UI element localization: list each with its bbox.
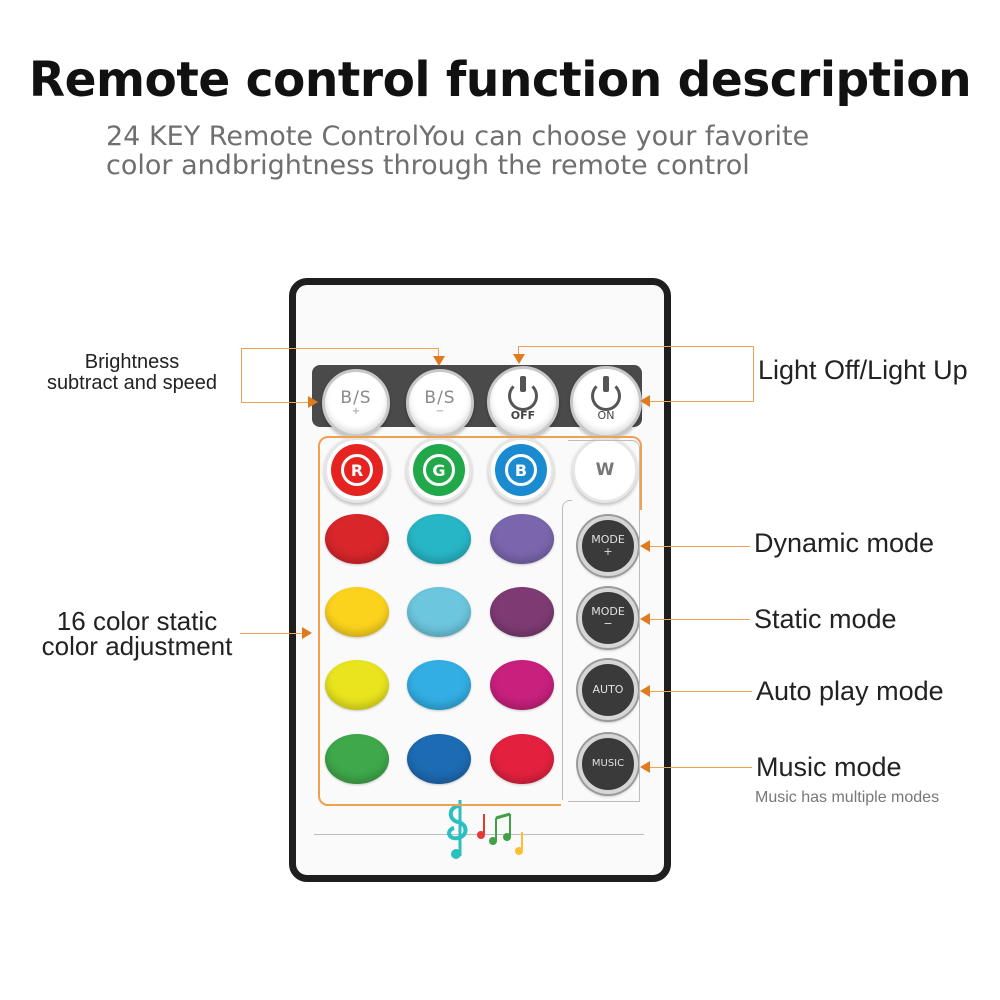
blue-button-core: B — [495, 444, 547, 496]
white-button[interactable]: W — [572, 437, 638, 503]
blue-button[interactable]: B — [488, 437, 554, 503]
page-title: Remote control function description — [28, 52, 972, 108]
power-off-button[interactable]: OFF — [487, 366, 559, 438]
static-16-arrow — [302, 627, 312, 639]
mode-label: MODE — [591, 533, 625, 546]
static-16-label-line-1: 16 color static — [56, 606, 218, 636]
color-swatch-button[interactable] — [490, 660, 554, 710]
power-icon — [591, 376, 621, 411]
mode-sublabel: + — [603, 545, 613, 558]
remote-mode-bracket-inner — [562, 500, 572, 800]
static-16-color-label: 16 color static color adjustment — [22, 606, 252, 661]
brightness-plus-button[interactable]: B/S + — [322, 369, 390, 437]
music-mode-note: Music has multiple modes — [755, 789, 940, 806]
button-sublabel: + — [351, 406, 361, 417]
music-label: MUSIC — [591, 758, 625, 769]
color-swatch-button[interactable] — [490, 734, 554, 784]
color-swatch-button[interactable] — [325, 587, 389, 637]
light-connector — [518, 346, 754, 347]
auto-play-mode-label: Auto play mode — [756, 676, 944, 706]
music-button[interactable]: MUSIC — [578, 734, 638, 794]
button-sublabel: − — [435, 406, 445, 417]
red-button-letter: R — [350, 460, 364, 480]
green-button[interactable]: G — [406, 437, 472, 503]
dynamic-mode-label: Dynamic mode — [754, 528, 935, 558]
red-button-core: R — [331, 444, 383, 496]
color-swatch-button[interactable] — [407, 660, 471, 710]
brightness-connector — [438, 348, 439, 358]
color-swatch-button[interactable] — [325, 514, 389, 564]
light-connector — [648, 401, 754, 402]
color-swatch-button[interactable] — [325, 734, 389, 784]
static-16-connector — [240, 633, 304, 634]
dynamic-connector — [648, 546, 750, 547]
color-swatch-button[interactable] — [407, 734, 471, 784]
page-subtitle: 24 KEY Remote ControlYou can choose your… — [106, 122, 966, 180]
mode-label: MODE — [591, 605, 625, 618]
blue-button-letter: B — [514, 460, 528, 480]
light-connector — [518, 346, 519, 356]
brightness-minus-button[interactable]: B/S − — [406, 369, 474, 437]
power-on-button[interactable]: ON — [570, 366, 642, 438]
power-off-label: OFF — [510, 409, 536, 422]
power-on-label: ON — [597, 409, 615, 422]
brightness-label-line-1: Brightness — [84, 351, 180, 373]
music-connector — [648, 767, 752, 768]
white-button-core: W — [579, 444, 631, 496]
mode-minus-button[interactable]: MODE − — [578, 588, 638, 648]
brightness-connector — [241, 348, 242, 402]
subtitle-line-1: 24 KEY Remote ControlYou can choose your… — [106, 121, 810, 152]
color-swatch-button[interactable] — [407, 587, 471, 637]
brightness-connector — [241, 402, 311, 403]
red-button-ring: R — [341, 454, 373, 486]
button-label: B/S — [340, 388, 372, 408]
color-swatch-button[interactable] — [490, 514, 554, 564]
color-swatch-button[interactable] — [490, 587, 554, 637]
subtitle-line-2: color andbrightness through the remote c… — [106, 150, 750, 181]
color-swatch-button[interactable] — [325, 660, 389, 710]
red-button[interactable]: R — [324, 437, 390, 503]
brightness-arrow — [433, 356, 445, 366]
auto-connector — [648, 691, 752, 692]
blue-button-ring: B — [505, 454, 537, 486]
mode-sublabel: − — [603, 617, 613, 630]
light-connector — [753, 346, 754, 402]
green-button-ring: G — [423, 454, 455, 486]
light-arrow — [513, 354, 525, 364]
dynamic-arrow — [640, 540, 650, 552]
brightness-arrow — [308, 396, 318, 408]
brightness-label: Brightness subtract and speed — [22, 352, 242, 394]
static-mode-label: Static mode — [754, 604, 897, 634]
brightness-connector — [241, 348, 439, 349]
auto-arrow — [640, 685, 650, 697]
button-label: B/S — [424, 388, 456, 408]
music-mode-label: Music mode — [756, 752, 902, 782]
brightness-label-line-2: subtract and speed — [46, 372, 218, 394]
static-arrow — [640, 613, 650, 625]
green-button-letter: G — [432, 460, 446, 480]
auto-button[interactable]: AUTO — [578, 660, 638, 720]
remote-mode-bracket — [568, 440, 640, 802]
music-notes-icon — [447, 800, 523, 859]
music-arrow — [640, 761, 650, 773]
auto-label: AUTO — [592, 683, 624, 696]
light-arrow — [640, 395, 650, 407]
mode-plus-button[interactable]: MODE + — [578, 516, 638, 576]
green-button-core: G — [413, 444, 465, 496]
static-16-label-line-2: color adjustment — [41, 631, 233, 661]
white-button-letter: W — [595, 460, 615, 480]
static-connector — [648, 619, 750, 620]
power-icon — [508, 376, 538, 411]
light-off-up-label: Light Off/Light Up — [758, 355, 968, 385]
color-swatch-button[interactable] — [407, 514, 471, 564]
